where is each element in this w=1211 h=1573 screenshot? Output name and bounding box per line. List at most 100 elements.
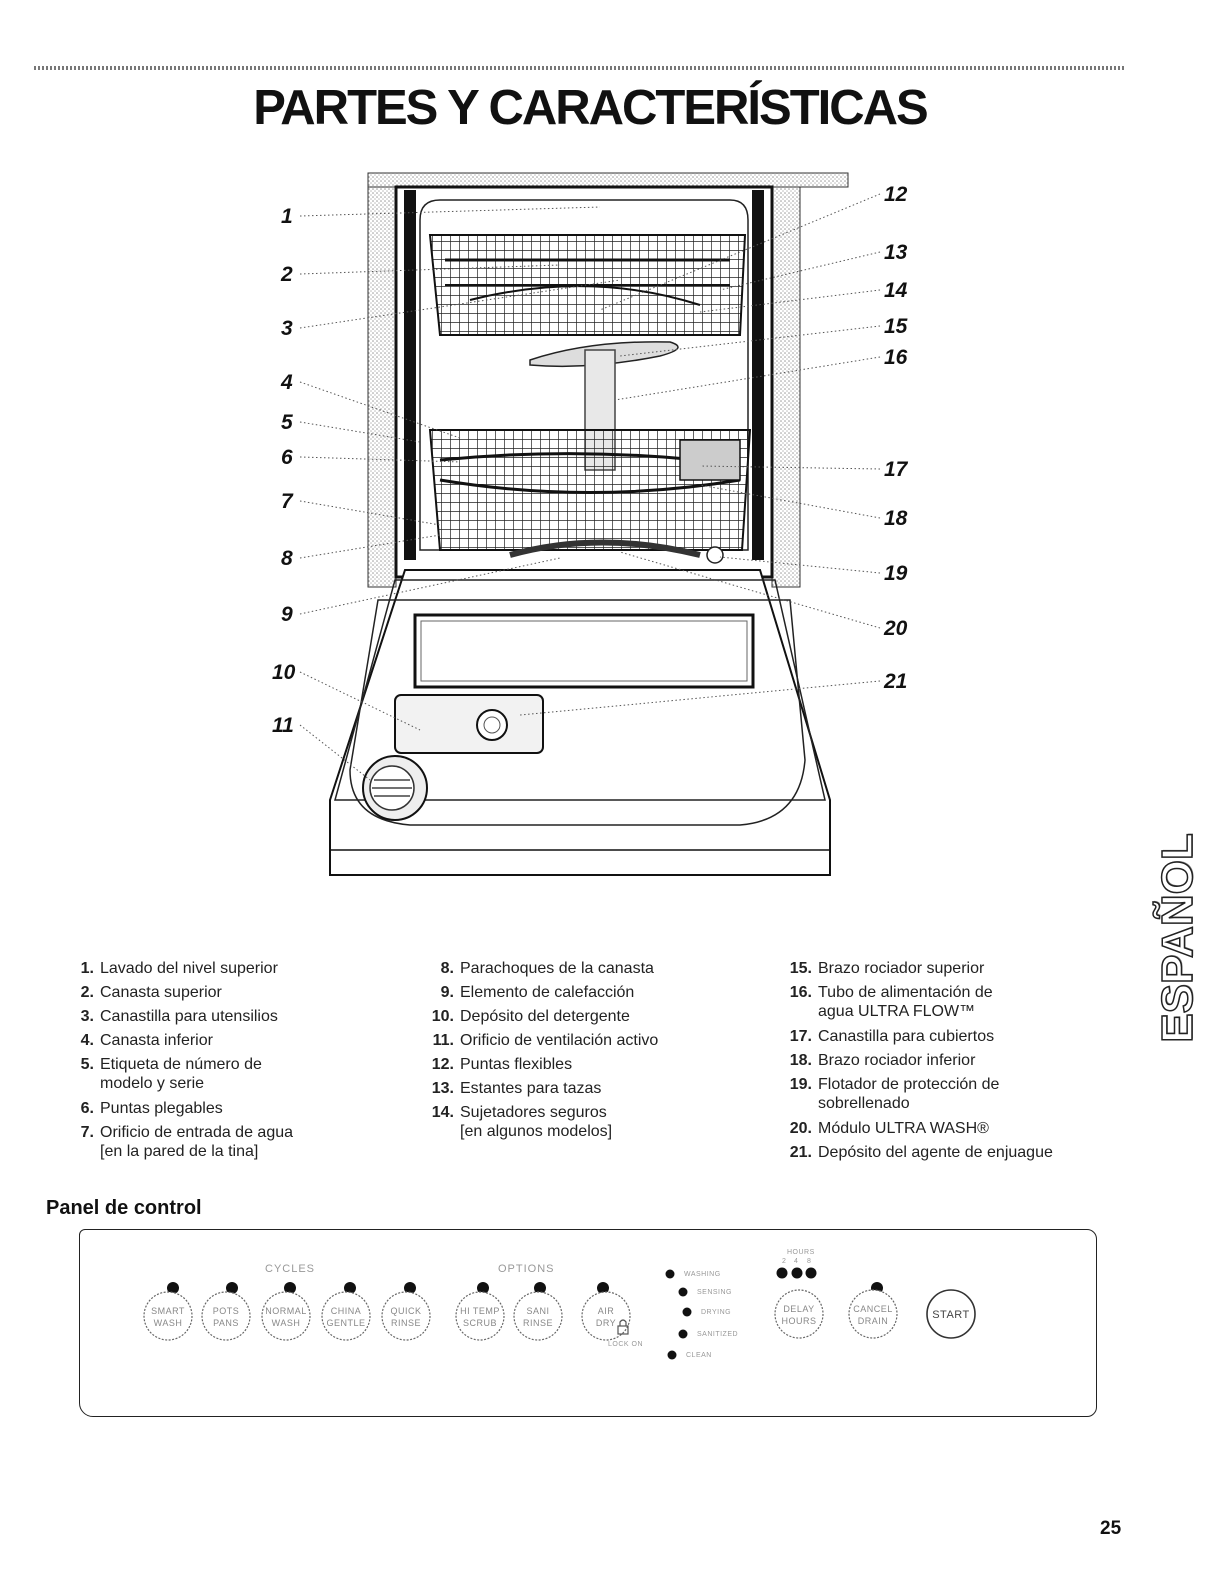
list-item: 3.Canastilla para utensilios: [80, 1008, 278, 1025]
options-label: OPTIONS: [498, 1263, 555, 1275]
svg-text:WASH: WASH: [272, 1318, 301, 1328]
callout-5: 5: [281, 411, 293, 434]
side-tab-label: ESPAÑOL: [1152, 833, 1203, 1044]
cancel-drain-button[interactable]: CANCEL DRAIN: [848, 1282, 898, 1339]
list-item: 2.Canasta superior: [80, 984, 222, 1001]
option-button-air-dry[interactable]: AIR DRY: [581, 1282, 631, 1341]
hours-label: HOURS: [787, 1249, 815, 1256]
option-button-hi-temp-scrub[interactable]: HI TEMP SCRUB: [455, 1282, 505, 1341]
svg-text:GENTLE: GENTLE: [326, 1318, 365, 1328]
hours-indicator-4: [791, 1267, 803, 1279]
svg-text:DRY: DRY: [596, 1318, 616, 1328]
list-item: 20.Módulo ULTRA WASH®: [789, 1120, 989, 1137]
svg-text:SANITIZED: SANITIZED: [697, 1331, 738, 1338]
callout-12: 12: [884, 183, 908, 206]
list-item: 11.Orificio de ventilación activo: [432, 1032, 659, 1049]
status-light-washing: WASHING: [665, 1269, 721, 1279]
svg-text:HOURS: HOURS: [781, 1316, 816, 1326]
callout-6: 6: [281, 446, 293, 469]
svg-text:RINSE: RINSE: [523, 1318, 553, 1328]
top-dotted-rule: [34, 66, 1126, 70]
control-panel-heading: Panel de control: [46, 1197, 202, 1219]
parts-list-column-1: 1.Lavado del nivel superior 2.Canasta su…: [60, 957, 390, 1165]
cycle-button-pots-pans[interactable]: POTS PANS: [201, 1282, 251, 1341]
svg-text:POTS: POTS: [213, 1306, 240, 1316]
svg-text:DRAIN: DRAIN: [858, 1316, 889, 1326]
lock-icon: [617, 1319, 629, 1335]
svg-text:DELAY: DELAY: [783, 1304, 814, 1314]
callout-21: 21: [883, 670, 907, 693]
callout-18: 18: [884, 507, 908, 530]
callout-13: 13: [884, 241, 908, 264]
status-light-drying: DRYING: [682, 1307, 731, 1317]
callout-14: 14: [884, 279, 908, 302]
status-light-clean: CLEAN: [667, 1350, 712, 1360]
callout-11: 11: [272, 714, 294, 737]
callout-2: 2: [280, 263, 293, 286]
callout-8: 8: [281, 547, 293, 570]
callout-7: 7: [281, 490, 294, 513]
list-item: 6.Puntas plegables: [80, 1100, 223, 1117]
svg-text:HI TEMP: HI TEMP: [460, 1306, 500, 1316]
list-item: 9.Elemento de calefacción: [440, 984, 635, 1001]
list-item: 10.Depósito del detergente: [431, 1008, 630, 1025]
svg-text:SCRUB: SCRUB: [463, 1318, 497, 1328]
list-item: 8.Parachoques de la canasta: [440, 960, 654, 977]
list-item: 4.Canasta inferior: [80, 1032, 213, 1049]
parts-list-column-2: 8.Parachoques de la canasta 9.Elemento d…: [420, 957, 750, 1145]
callout-15: 15: [884, 315, 908, 338]
callout-4: 4: [280, 371, 293, 394]
svg-text:SENSING: SENSING: [697, 1289, 732, 1296]
page-title: PARTES Y CARACTERÍSTICAS: [253, 81, 928, 135]
cycles-label: CYCLES: [265, 1263, 315, 1275]
lock-on-label: LOCK ON: [608, 1341, 643, 1348]
list-item: 15.Brazo rociador superior: [789, 960, 985, 977]
page-number: 25: [1100, 1518, 1122, 1539]
control-panel-illustration: CYCLES OPTIONS HOURS 2 4 8 SMART WASH PO…: [79, 1229, 1097, 1417]
svg-text:RINSE: RINSE: [391, 1318, 421, 1328]
cycle-button-smart-wash[interactable]: SMART WASH: [143, 1282, 193, 1341]
status-light-sanitized: SANITIZED: [678, 1329, 738, 1339]
hours-indicator-8: [805, 1267, 817, 1279]
svg-text:PANS: PANS: [213, 1318, 239, 1328]
svg-text:SMART: SMART: [151, 1306, 185, 1316]
list-item: 13.Estantes para tazas: [431, 1080, 602, 1097]
list-item: 12.Puntas flexibles: [431, 1056, 573, 1073]
status-light-sensing: SENSING: [678, 1287, 732, 1297]
svg-text:CHINA: CHINA: [331, 1306, 362, 1316]
list-item: 17.Canastilla para cubiertos: [789, 1028, 995, 1045]
list-item: 1.Lavado del nivel superior: [80, 960, 278, 977]
svg-text:WASHING: WASHING: [684, 1271, 721, 1278]
list-item: 7.Orificio de entrada de agua[en la pare…: [80, 1124, 294, 1160]
callout-20: 20: [883, 617, 908, 640]
cycle-button-normal-wash[interactable]: NORMAL WASH: [261, 1282, 311, 1341]
list-item: 14.Sujetadores seguros[en algunos modelo…: [431, 1104, 613, 1140]
list-item: 21.Depósito del agente de enjuague: [789, 1144, 1053, 1161]
option-button-sani-rinse[interactable]: SANI RINSE: [513, 1282, 563, 1341]
callout-3: 3: [281, 317, 293, 340]
callout-1: 1: [281, 205, 293, 228]
parts-list-column-3: 15.Brazo rociador superior 16.Tubo de al…: [778, 957, 1108, 1165]
start-button[interactable]: START: [926, 1289, 976, 1339]
svg-text:START: START: [932, 1309, 970, 1321]
svg-text:DRYING: DRYING: [701, 1309, 731, 1316]
svg-text:WASH: WASH: [154, 1318, 183, 1328]
delay-hours-button[interactable]: DELAY HOURS: [774, 1289, 824, 1339]
hours-value-4: 4: [794, 1258, 798, 1265]
svg-text:AIR: AIR: [598, 1306, 615, 1316]
cycle-button-quick-rinse[interactable]: QUICK RINSE: [381, 1282, 431, 1341]
cycle-button-china-gentle[interactable]: CHINA GENTLE: [321, 1282, 371, 1341]
svg-text:NORMAL: NORMAL: [265, 1306, 307, 1316]
svg-text:QUICK: QUICK: [390, 1306, 421, 1316]
svg-text:CLEAN: CLEAN: [686, 1352, 712, 1359]
callout-19: 19: [884, 562, 908, 585]
list-item: 18.Brazo rociador inferior: [789, 1052, 976, 1069]
svg-text:CANCEL: CANCEL: [853, 1304, 893, 1314]
callout-17: 17: [884, 458, 909, 481]
language-side-tab: ESPAÑOL: [1152, 808, 1204, 1068]
hours-value-2: 2: [782, 1258, 786, 1265]
callout-10: 10: [272, 661, 296, 684]
